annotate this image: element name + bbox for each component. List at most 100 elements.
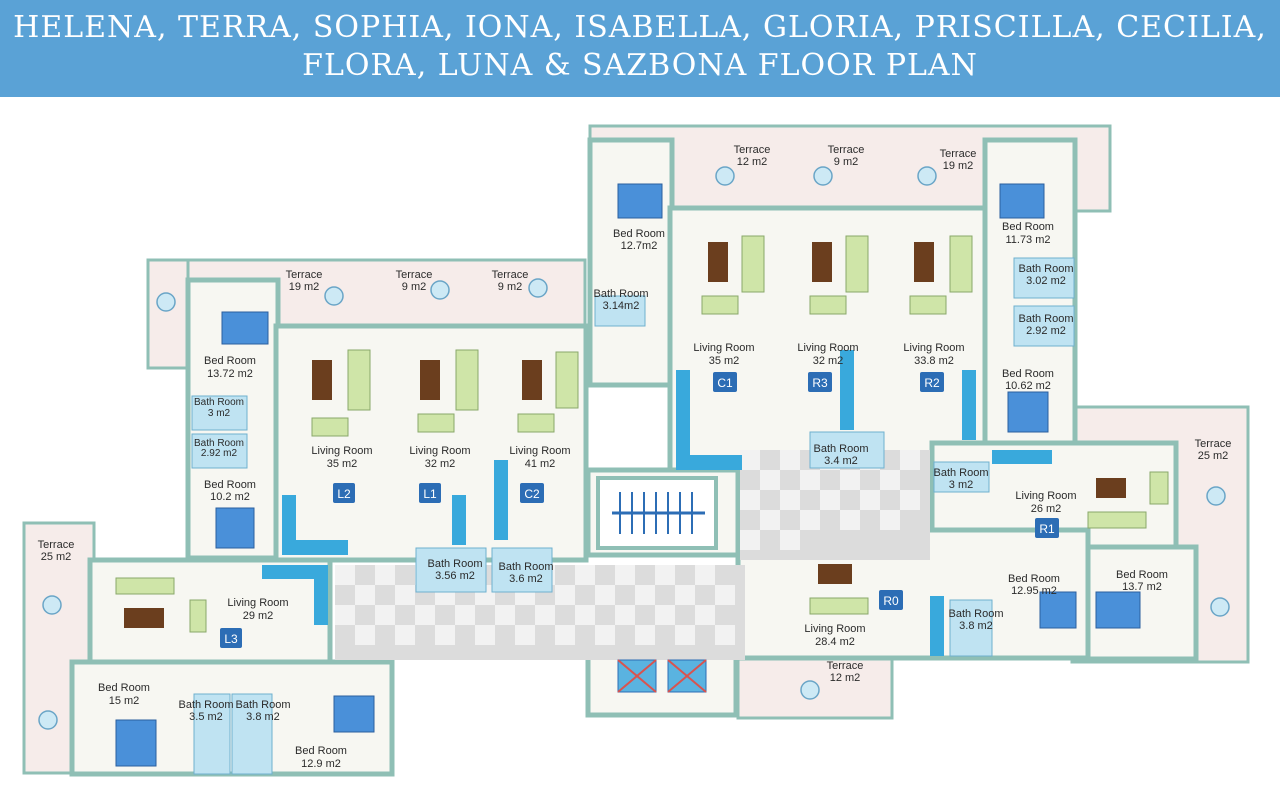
room-label-name: Terrace (1195, 438, 1232, 450)
room-label-area: 9 m2 (834, 156, 858, 168)
bathrooms (191, 257, 1075, 775)
unit-badge: L1 (419, 483, 441, 503)
room-label-name: Terrace (940, 148, 977, 160)
room-label-name: Bath Room (1018, 263, 1073, 275)
room-label-area: 32 m2 (813, 355, 844, 367)
room-label-area: 13.72 m2 (207, 368, 253, 380)
room-label-name: Bath Room (933, 467, 988, 479)
room-label-name: Terrace (396, 269, 433, 281)
svg-text:R1: R1 (1039, 522, 1055, 536)
room-label-name: Bed Room (98, 682, 150, 694)
room-label-area: 12.95 m2 (1011, 585, 1057, 597)
room-label-name: Bath Room (194, 438, 244, 449)
unit-badge: R3 (808, 372, 832, 392)
room-label-area: 12.7m2 (621, 240, 658, 252)
room-label-name: Bed Room (1002, 368, 1054, 380)
svg-text:L2: L2 (337, 487, 351, 501)
title-banner: HELENA, TERRA, SOPHIA, IONA, ISABELLA, G… (0, 0, 1280, 97)
room-label-area: 33.8 m2 (914, 355, 954, 367)
room-label-area: 10.2 m2 (210, 491, 250, 503)
room-label-area: 25 m2 (41, 551, 72, 563)
room-label-name: Bed Room (613, 228, 665, 240)
room-label-area: 13.7 m2 (1122, 581, 1162, 593)
page-title-line-2: FLORA, LUNA & SAZBONA FLOOR PLAN (302, 48, 978, 83)
svg-text:R3: R3 (812, 376, 828, 390)
kitchens (262, 350, 1052, 656)
room-label-area: 35 m2 (709, 355, 740, 367)
room-label-area: 26 m2 (1031, 503, 1062, 515)
room-label-area: 11.73 m2 (1005, 234, 1050, 246)
stairwell (596, 476, 718, 550)
room-label-name: Bed Room (295, 745, 347, 757)
floor-plan: Terrace 19 m2 Terrace 9 m2 Terrace 9 m2 … (22, 124, 1250, 777)
room-label-area: 3.8 m2 (959, 620, 993, 632)
beds (115, 183, 1141, 767)
terrace-table-icons (38, 166, 1230, 730)
room-label-name: Bath Room (948, 608, 1003, 620)
svg-text:L1: L1 (423, 487, 437, 501)
room-label-name: Terrace (38, 539, 75, 551)
room-label-name: Bed Room (1002, 221, 1054, 233)
page-title-line-1: HELENA, TERRA, SOPHIA, IONA, ISABELLA, G… (13, 10, 1267, 45)
room-label-area: 2.92 m2 (1026, 325, 1066, 337)
unit-badge: C2 (520, 483, 544, 503)
svg-text:R2: R2 (924, 376, 940, 390)
room-label-area: 3.4 m2 (824, 455, 858, 467)
room-label-name: Living Room (903, 342, 964, 354)
room-label-area: 3 m2 (208, 408, 231, 419)
room-label-name: Living Room (804, 623, 865, 635)
room-label-area: 3.5 m2 (189, 711, 223, 723)
room-label-name: Terrace (827, 660, 864, 672)
room-label-name: Terrace (286, 269, 323, 281)
room-label-area: 12 m2 (737, 156, 768, 168)
svg-text:C2: C2 (524, 487, 540, 501)
room-label-area: 12 m2 (830, 672, 861, 684)
room-label-area: 9 m2 (402, 281, 426, 293)
room-label-name: Bath Room (427, 558, 482, 570)
room-label-name: Terrace (492, 269, 529, 281)
room-label-name: Bed Room (204, 355, 256, 367)
room-label-name: Living Room (227, 597, 288, 609)
room-label-name: Living Room (509, 445, 570, 457)
svg-text:L3: L3 (224, 632, 238, 646)
unit-badge: L3 (220, 628, 242, 648)
room-label-area: 2.92 m2 (201, 448, 238, 459)
room-label-area: 28.4 m2 (815, 636, 855, 648)
room-label-area: 19 m2 (943, 160, 974, 172)
room-label-name: Bath Room (194, 397, 244, 408)
elevators (617, 659, 707, 693)
room-label-area: 25 m2 (1198, 450, 1229, 462)
room-label-area: 41 m2 (525, 458, 556, 470)
room-label-name: Bed Room (1116, 569, 1168, 581)
room-label-area: 15 m2 (109, 695, 140, 707)
room-label-area: 29 m2 (243, 610, 274, 622)
room-label-name: Bath Room (498, 561, 553, 573)
room-label-area: 10.62 m2 (1005, 380, 1051, 392)
room-label-name: Bath Room (178, 699, 233, 711)
room-label-name: Living Room (409, 445, 470, 457)
room-label-area: 3.02 m2 (1026, 275, 1066, 287)
room-labels: Terrace 19 m2 Terrace 9 m2 Terrace 9 m2 … (38, 144, 1232, 770)
room-label-area: 3.56 m2 (435, 570, 475, 582)
room-label-name: Living Room (693, 342, 754, 354)
svg-text:C1: C1 (717, 376, 733, 390)
unit-badges: L2 L1 C2 L3 C1 R3 R2 R1 R0 (220, 372, 1059, 648)
unit-badge: R1 (1035, 518, 1059, 538)
furniture (115, 235, 1169, 633)
unit-badge: R2 (920, 372, 944, 392)
svg-text:R0: R0 (883, 594, 899, 608)
room-label-name: Bath Room (593, 288, 648, 300)
unit-badge: R0 (879, 590, 903, 610)
room-label-area: 35 m2 (327, 458, 358, 470)
room-label-area: 32 m2 (425, 458, 456, 470)
room-label-name: Bath Room (235, 699, 290, 711)
room-label-area: 3.6 m2 (509, 573, 543, 585)
room-label-name: Terrace (734, 144, 771, 156)
room-label-name: Living Room (797, 342, 858, 354)
room-label-name: Bath Room (813, 443, 868, 455)
room-label-name: Living Room (311, 445, 372, 457)
room-label-name: Living Room (1015, 490, 1076, 502)
unit-badge: C1 (713, 372, 737, 392)
room-label-area: 3 m2 (949, 479, 973, 491)
room-label-name: Bath Room (1018, 313, 1073, 325)
